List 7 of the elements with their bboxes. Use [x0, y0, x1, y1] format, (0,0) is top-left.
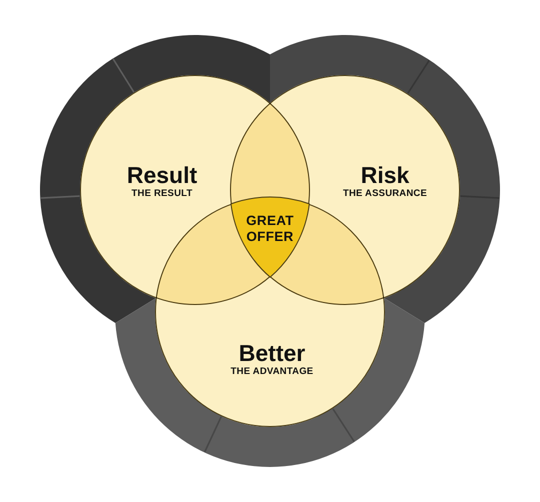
- section-title: Result: [126, 162, 198, 188]
- section-title: Better: [238, 340, 306, 366]
- center-label: GREAT OFFER: [246, 213, 294, 246]
- section-title: Risk: [360, 162, 410, 188]
- section-subtitle: THE ADVANTAGE: [230, 366, 314, 378]
- section-subtitle: THE ASSURANCE: [342, 188, 428, 200]
- section-subtitle: THE RESULT: [132, 188, 192, 200]
